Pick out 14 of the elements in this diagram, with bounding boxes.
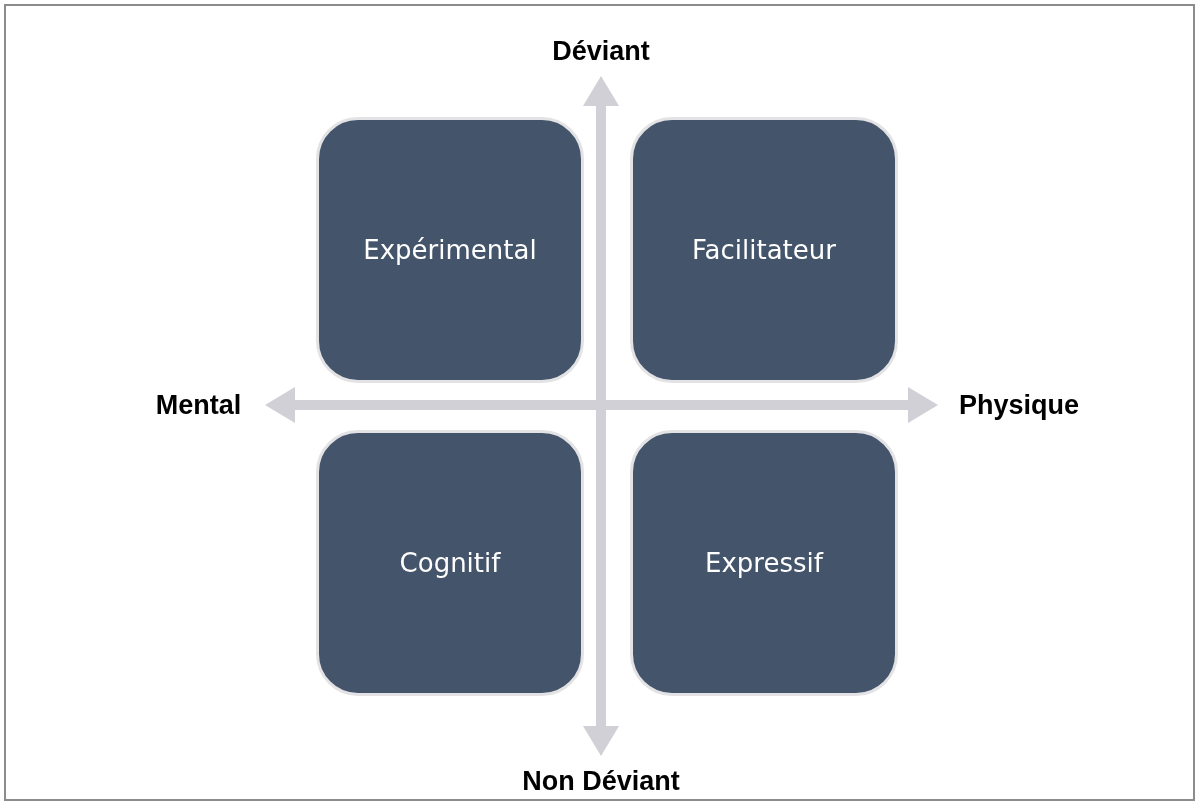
quadrant-box bbox=[316, 117, 584, 383]
quadrant-label: Expérimental bbox=[363, 235, 537, 265]
axis-label: Mental bbox=[155, 389, 242, 421]
quadrant-box bbox=[630, 117, 898, 383]
axis-label: Non Déviant bbox=[522, 765, 680, 797]
double-arrow bbox=[265, 387, 938, 423]
quadrant-box bbox=[316, 430, 584, 696]
quadrant-label: Facilitateur bbox=[692, 235, 836, 265]
quadrant-label: Cognitif bbox=[399, 548, 501, 578]
quadrant-box bbox=[630, 430, 898, 696]
axis-label: Physique bbox=[958, 389, 1079, 421]
quadrant-label: Expressif bbox=[705, 548, 823, 578]
axis-label: Déviant bbox=[552, 35, 650, 67]
double-arrow bbox=[583, 76, 619, 756]
